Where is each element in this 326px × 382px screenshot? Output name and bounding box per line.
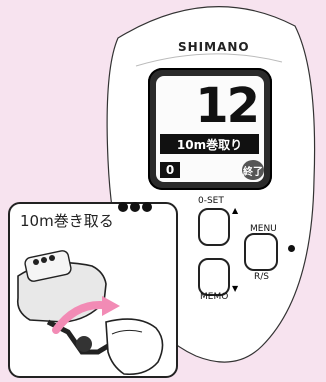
lcd-frame: 12 10m巻取り 0 終了 bbox=[148, 68, 272, 190]
memo-label: MEMO bbox=[200, 292, 229, 302]
menu-indicator-dot bbox=[288, 245, 295, 252]
memo-button[interactable] bbox=[198, 258, 230, 296]
brand-logo: SHIMANO bbox=[178, 40, 250, 54]
lcd-end-badge: 終了 bbox=[242, 160, 264, 180]
inset-pointer-dot bbox=[130, 202, 140, 212]
menu-button[interactable] bbox=[244, 233, 278, 271]
rs-label: R/S bbox=[254, 272, 269, 282]
lcd-depth-number: 12 bbox=[195, 78, 260, 134]
lcd-zero-box: 0 bbox=[160, 162, 180, 178]
up-arrow-icon: ▲ bbox=[232, 206, 239, 215]
inset-caption: 10m巻き取る bbox=[20, 212, 114, 230]
reel-winding-illustration bbox=[16, 250, 164, 376]
lcd-mode-label: 10m巻取り bbox=[160, 134, 259, 154]
inset-pointer-dot bbox=[142, 202, 152, 212]
zero-set-button[interactable] bbox=[198, 208, 230, 246]
lcd-screen: 12 10m巻取り 0 終了 bbox=[156, 76, 264, 182]
zero-set-label: 0-SET bbox=[198, 196, 224, 206]
inset-pointer-dot bbox=[118, 202, 128, 212]
menu-label: MENU bbox=[250, 224, 277, 234]
down-arrow-icon: ▼ bbox=[232, 284, 239, 293]
